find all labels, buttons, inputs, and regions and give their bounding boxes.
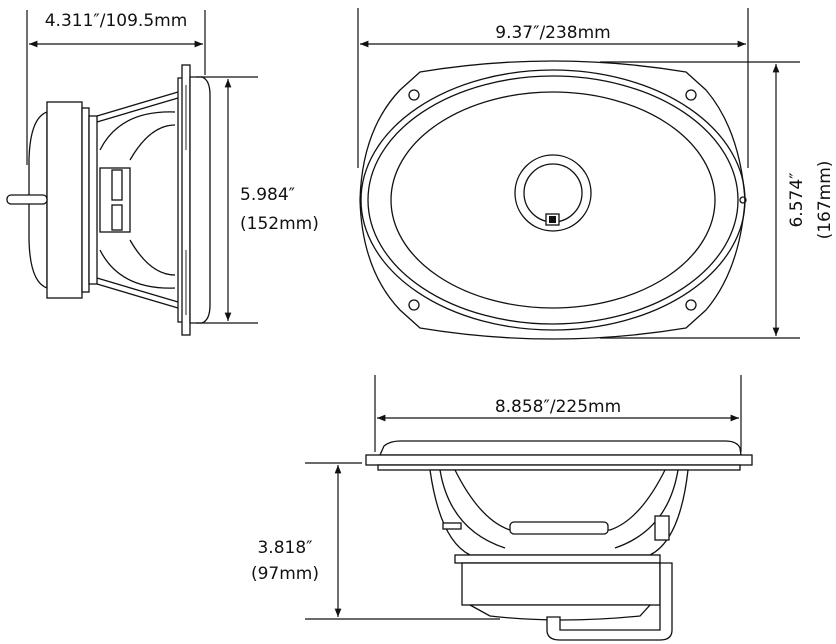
side-view: 4.311″/109.5mm 5.984″ (152mm) <box>6 10 319 336</box>
side-height-label-inches: 5.984″ <box>240 185 295 205</box>
front-view: 9.37″/238mm 6.574″ (167mm) <box>357 8 835 340</box>
bottom-depth-label-mm: (97mm) <box>251 564 319 584</box>
front-width-label: 9.37″/238mm <box>495 23 611 43</box>
front-height-label-mm: (167mm) <box>815 161 835 240</box>
bottom-depth-label-inches: 3.818″ <box>257 538 312 558</box>
front-view-speaker-drawing <box>359 60 747 340</box>
side-depth-label: 4.311″/109.5mm <box>45 11 188 31</box>
bottom-view: 8.858″/225mm 3.818″ (97mm) <box>251 375 753 641</box>
front-height-label-inches: 6.574″ <box>787 172 807 227</box>
side-height-label-mm: (152mm) <box>240 214 319 234</box>
side-view-speaker-drawing <box>6 64 211 336</box>
bottom-view-speaker-drawing <box>365 440 753 641</box>
bottom-width-label: 8.858″/225mm <box>495 397 621 417</box>
